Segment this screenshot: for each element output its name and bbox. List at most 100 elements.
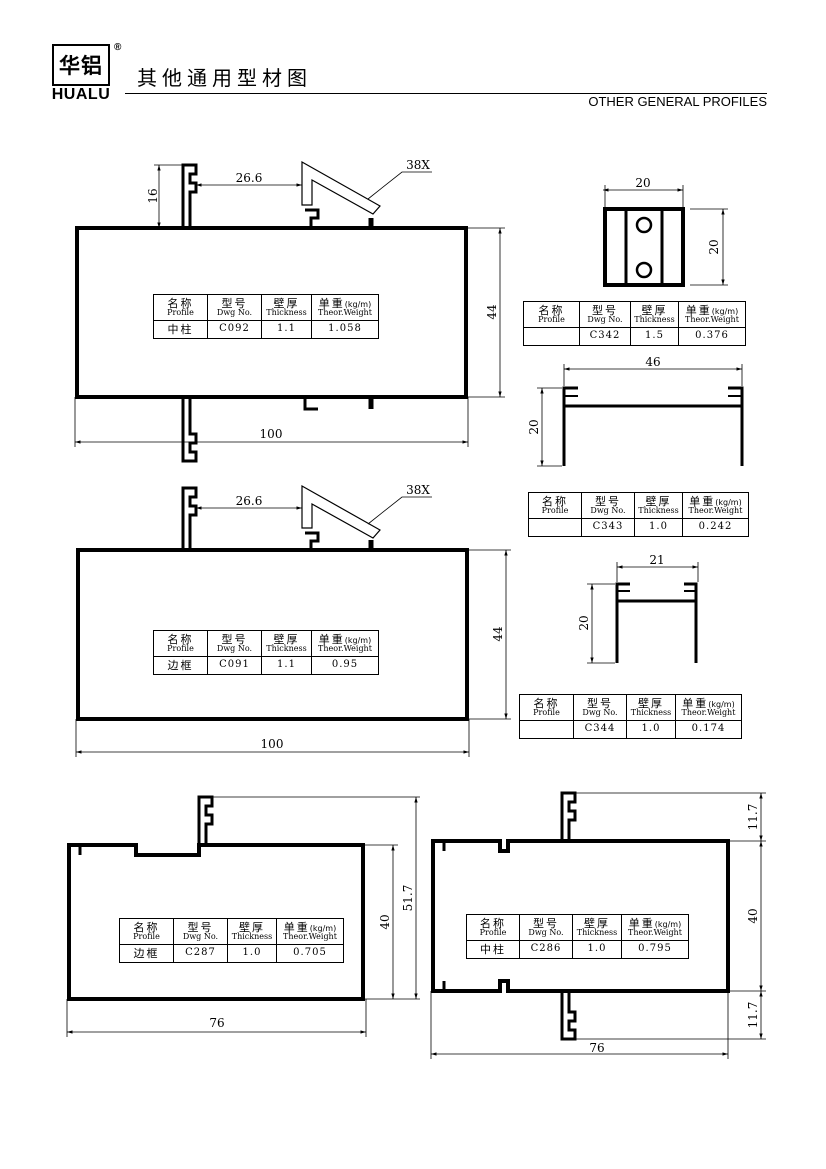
- cell-weight: 0.376: [678, 327, 746, 346]
- dim-c286-top-ext: 11.7: [746, 804, 760, 831]
- header-weight-en: Theor.Weight: [318, 644, 372, 654]
- header-rule: [125, 93, 767, 94]
- cell-dwg-no: C286: [519, 940, 573, 959]
- cell-thickness: 1.0: [572, 940, 622, 959]
- header-profile-cn: 名称: [480, 916, 506, 930]
- cell-dwg-no: C287: [173, 944, 228, 963]
- header-weight-cn: 单重: [685, 303, 712, 317]
- header-weight-unit: (kg/m): [309, 923, 337, 933]
- dim-c344-width: 21: [649, 553, 664, 567]
- profile-c343-drawing: [537, 364, 744, 467]
- profile-c286-drawing: [430, 791, 766, 1059]
- header-dwg-en: Dwg No.: [216, 644, 253, 654]
- header-weight-en: Theor.Weight: [685, 315, 739, 325]
- profile-c092-drawing: [74, 160, 505, 463]
- cell-dwg-no: C342: [579, 327, 631, 346]
- header-dwg-cn: 型号: [592, 303, 618, 317]
- cell-weight: 0.705: [276, 944, 344, 963]
- cell-dwg-no: C091: [207, 656, 262, 675]
- header-thickness-cn: 壁厚: [641, 303, 668, 317]
- header-profile-cn: 名称: [533, 696, 560, 710]
- header-dwg-en: Dwg No.: [216, 308, 253, 318]
- header-dwg-en: Dwg No.: [182, 932, 219, 942]
- cell-thickness: 1.0: [634, 518, 683, 537]
- profile-c287-drawing: [66, 795, 420, 1037]
- header-thickness-en: Thickness: [266, 644, 307, 654]
- page-title-cn: 其他通用型材图: [137, 66, 312, 90]
- header-thickness-en: Thickness: [231, 932, 273, 942]
- header-profile-cn: 名称: [538, 303, 565, 317]
- header-profile-en: Profile: [533, 708, 560, 718]
- dim-c091-width: 100: [261, 737, 284, 751]
- header-thickness-en: Thickness: [634, 315, 675, 325]
- dim-c092-glazing: 38X: [406, 158, 430, 172]
- header-weight-cn: 单重: [682, 696, 709, 710]
- header-thickness-en: Thickness: [266, 308, 307, 318]
- header-weight-unit: (kg/m): [711, 306, 739, 316]
- dim-c091-glazing: 38X: [406, 483, 430, 497]
- cell-dwg-no: C344: [573, 720, 627, 739]
- dim-c342-width: 20: [635, 176, 650, 190]
- logo-en-text: HUALU: [51, 86, 111, 103]
- dim-c092-gap: 26.6: [236, 171, 263, 185]
- cell-dwg-no: C343: [581, 518, 635, 537]
- header-thickness-en: Thickness: [638, 506, 679, 516]
- header-thickness-en: Thickness: [576, 928, 618, 938]
- cell-thickness: 1.5: [630, 327, 679, 346]
- header-profile-en: Profile: [133, 932, 160, 942]
- dim-c287-total-height: 51.7: [401, 885, 415, 912]
- header-profile-cn: 名称: [133, 920, 160, 934]
- cell-profile-name: [523, 327, 580, 346]
- dim-c344-height: 20: [577, 615, 591, 630]
- cell-thickness: 1.0: [227, 944, 277, 963]
- dim-c343-height: 20: [527, 419, 541, 434]
- cell-weight: 1.058: [311, 320, 379, 339]
- header-weight-cn: 单重: [628, 916, 655, 930]
- header-dwg-cn: 型号: [221, 296, 248, 310]
- header-thickness-cn: 壁厚: [638, 696, 664, 710]
- header-weight-unit: (kg/m): [344, 299, 372, 309]
- header-dwg-en: Dwg No.: [590, 506, 626, 516]
- cell-profile-name: 中柱: [153, 320, 208, 339]
- dim-c092-height: 44: [485, 304, 499, 320]
- header-profile-en: Profile: [479, 928, 507, 938]
- header-weight-en: Theor.Weight: [681, 708, 736, 718]
- cell-weight: 0.795: [621, 940, 689, 959]
- header-thickness-cn: 壁厚: [645, 494, 672, 508]
- header-thickness-cn: 壁厚: [239, 920, 265, 934]
- header-profile-cn: 名称: [167, 296, 194, 310]
- header-dwg-cn: 型号: [187, 920, 214, 934]
- header-weight-en: Theor.Weight: [283, 932, 337, 942]
- cell-thickness: 1.1: [261, 656, 312, 675]
- header-weight-en: Theor.Weight: [688, 506, 743, 516]
- dim-c092-width: 100: [260, 427, 283, 441]
- cell-weight: 0.95: [311, 656, 379, 675]
- page-title-en: OTHER GENERAL PROFILES: [588, 94, 767, 109]
- dim-c092-top-flange: 16: [146, 188, 160, 203]
- cell-thickness: 1.0: [626, 720, 676, 739]
- dim-c342-height: 20: [707, 239, 721, 254]
- dim-c343-width: 46: [645, 355, 660, 369]
- header-weight-unit: (kg/m): [344, 635, 372, 645]
- header-weight-unit: (kg/m): [654, 919, 682, 929]
- cell-weight: 0.174: [675, 720, 742, 739]
- header-thickness-cn: 壁厚: [273, 296, 300, 310]
- header-profile-cn: 名称: [542, 494, 568, 508]
- header-thickness-cn: 壁厚: [273, 632, 300, 646]
- dim-c287-width: 76: [209, 1016, 224, 1030]
- profile-c344-drawing: [587, 562, 699, 664]
- header-weight-cn: 单重: [689, 494, 716, 508]
- header-weight-cn: 单重: [283, 920, 310, 934]
- header-weight-unit: (kg/m): [715, 497, 742, 507]
- header-weight-cn: 单重: [318, 296, 345, 310]
- brand-logo: 华铝: [52, 44, 110, 86]
- cell-profile-name: [519, 720, 574, 739]
- header-weight-cn: 单重: [318, 632, 345, 646]
- profile-c091-drawing: [75, 484, 511, 757]
- logo-cn-text: 华铝: [59, 54, 103, 78]
